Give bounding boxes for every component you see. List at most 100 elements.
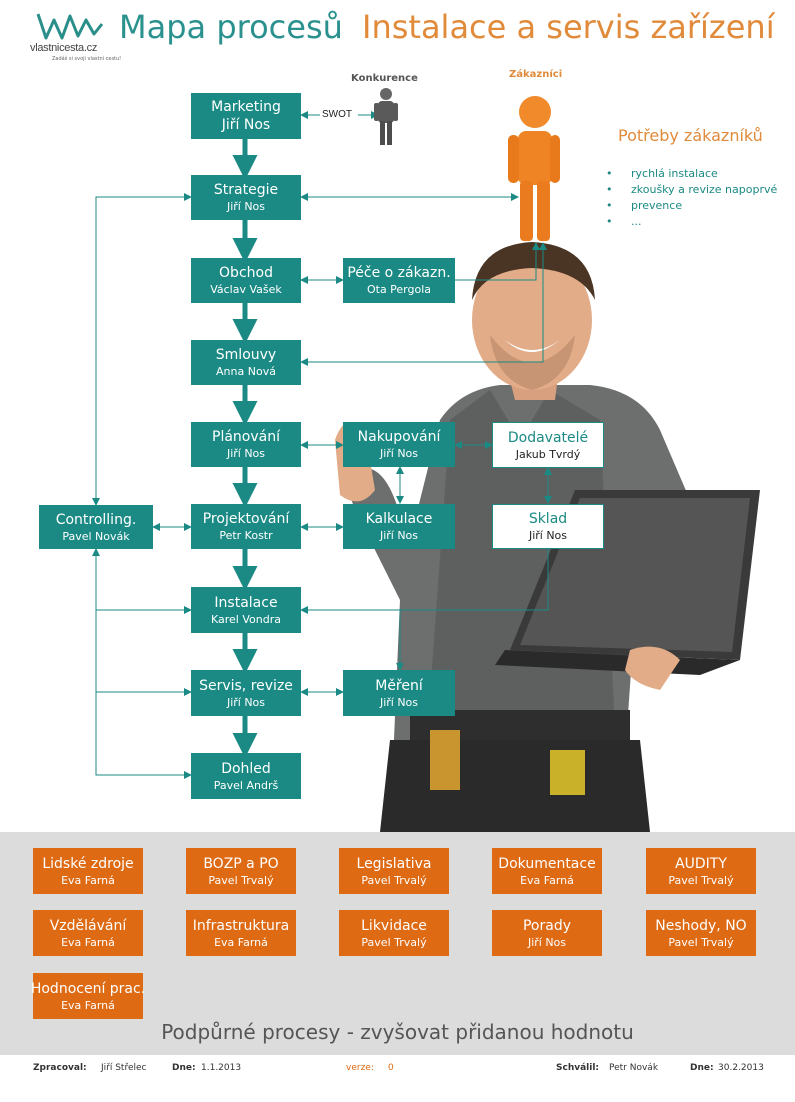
support-item-owner: Eva Farná [520, 873, 574, 887]
process-title: Servis, revize [199, 677, 293, 694]
needs-list: rychlá instalace zkoušky a revize napopr… [598, 166, 788, 230]
process-owner: Jiří Nos [226, 695, 266, 709]
support-item-owner: Pavel Trvalý [361, 935, 427, 949]
process-dodavatele[interactable]: Dodavatelé Jakub Tvrdý [492, 422, 604, 468]
process-owner: Jiří Nos [379, 447, 419, 460]
process-planovani[interactable]: Plánování Jiří Nos [191, 422, 301, 467]
process-owner: Pavel Novák [62, 529, 130, 543]
process-owner: Ota Pergola [366, 283, 432, 296]
needs-title: Potřeby zákazníků [618, 126, 763, 145]
process-title: Controlling. [55, 511, 137, 528]
footer-date-label: Dne: [172, 1063, 196, 1073]
process-controlling[interactable]: Controlling. Pavel Novák [39, 505, 153, 549]
support-item[interactable]: Lidské zdroje Eva Farná [33, 848, 143, 894]
process-title: Kalkulace [365, 511, 433, 527]
footer-approved-label: Schválil: [556, 1063, 600, 1073]
support-item-title: Hodnocení prac. [30, 980, 146, 997]
page-title: Mapa procesů [119, 8, 343, 46]
logo-text: vlastnicesta.cz [30, 42, 98, 54]
support-item[interactable]: Dokumentace Eva Farná [492, 848, 602, 894]
footer-date2-value: 30.2.2013 [718, 1063, 764, 1073]
process-owner: Jiří Nos [379, 695, 419, 709]
support-item-title: Lidské zdroje [42, 855, 134, 872]
process-title: Péče o zákazn. [347, 265, 451, 281]
support-item[interactable]: Vzdělávání Eva Farná [33, 910, 143, 956]
support-item-owner: Pavel Trvalý [668, 935, 734, 949]
process-title: Obchod [219, 265, 273, 281]
process-title: Smlouvy [215, 347, 277, 363]
process-servis-revize[interactable]: Servis, revize Jiří Nos [191, 670, 301, 716]
process-owner: Pavel Andrš [213, 778, 279, 792]
support-item-title: AUDITY [675, 855, 727, 872]
process-title: Nakupování [357, 429, 441, 445]
process-owner: Jiří Nos [528, 529, 568, 542]
process-dohled[interactable]: Dohled Pavel Andrš [191, 753, 301, 799]
process-pece-o-zakazniky[interactable]: Péče o zákazn. Ota Pergola [343, 258, 455, 303]
support-item[interactable]: Porady Jiří Nos [492, 910, 602, 956]
process-owner: Jiří Nos [221, 117, 271, 133]
process-owner: Jiří Nos [226, 447, 266, 460]
support-item-owner: Eva Farná [214, 935, 268, 949]
support-item-owner: Jiří Nos [527, 935, 567, 949]
process-owner: Jakub Tvrdý [515, 447, 581, 461]
logo-tagline: Zadáš si svoji vlastní cestu! [52, 56, 122, 62]
process-title: Dohled [221, 760, 271, 777]
process-owner: Jiří Nos [379, 529, 419, 542]
support-item[interactable]: Neshody, NO Pavel Trvalý [646, 910, 756, 956]
support-item[interactable]: BOZP a PO Pavel Trvalý [186, 848, 296, 894]
process-sklad[interactable]: Sklad Jiří Nos [492, 504, 604, 549]
support-item[interactable]: Legislativa Pavel Trvalý [339, 848, 449, 894]
customers-label: Zákazníci [509, 69, 563, 80]
support-item-owner: Eva Farná [61, 935, 115, 949]
process-smlouvy[interactable]: Smlouvy Anna Nová [191, 340, 301, 385]
needs-item: prevence [598, 198, 788, 214]
process-title: Měření [375, 677, 423, 694]
process-mereni[interactable]: Měření Jiří Nos [343, 670, 455, 716]
process-owner: Karel Vondra [211, 612, 281, 626]
support-item-title: Vzdělávání [49, 917, 127, 934]
process-projektovani[interactable]: Projektování Petr Kostr [191, 504, 301, 549]
process-title: Sklad [528, 511, 568, 527]
support-item[interactable]: Infrastruktura Eva Farná [186, 910, 296, 956]
support-item-owner: Pavel Trvalý [208, 873, 274, 887]
process-instalace[interactable]: Instalace Karel Vondra [191, 587, 301, 633]
process-title: Plánování [212, 429, 280, 445]
support-item[interactable]: Hodnocení prac. Eva Farná [30, 973, 146, 1019]
process-nakupovani[interactable]: Nakupování Jiří Nos [343, 422, 455, 467]
process-obchod[interactable]: Obchod Václav Vašek [191, 258, 301, 303]
competitor-person-icon [374, 88, 398, 145]
needs-item: ... [598, 214, 788, 230]
support-item-title: BOZP a PO [203, 855, 279, 872]
process-title: Dodavatelé [507, 429, 589, 446]
support-item-title: Infrastruktura [192, 917, 290, 934]
process-marketing[interactable]: Marketing Jiří Nos [191, 93, 301, 139]
support-item-owner: Pavel Trvalý [361, 873, 427, 887]
support-item-owner: Pavel Trvalý [668, 873, 734, 887]
footer-approved-value: Petr Novák [609, 1063, 659, 1073]
page-subtitle: Instalace a servis zařízení [362, 8, 775, 46]
support-processes-title: Podpůrné procesy - zvyšovat přidanou hod… [161, 1020, 634, 1044]
footer-prepared-label: Zpracoval: [33, 1063, 87, 1073]
customer-person-icon [508, 96, 560, 241]
footer-prepared-value: Jiří Střelec [101, 1063, 147, 1073]
footer-version-label: verze: [346, 1063, 374, 1073]
needs-item: zkoušky a revize napoprvé [598, 182, 788, 198]
support-item[interactable]: Likvidace Pavel Trvalý [339, 910, 449, 956]
process-kalkulace[interactable]: Kalkulace Jiří Nos [343, 504, 455, 549]
support-item-title: Neshody, NO [655, 917, 747, 934]
process-strategie[interactable]: Strategie Jiří Nos [191, 175, 301, 220]
support-item-title: Legislativa [356, 855, 432, 872]
footer-version-value: 0 [388, 1063, 394, 1073]
process-owner: Václav Vašek [210, 283, 282, 296]
process-owner: Jiří Nos [226, 200, 266, 213]
process-title: Strategie [213, 182, 279, 198]
process-title: Projektování [202, 511, 290, 527]
support-item-title: Dokumentace [498, 855, 596, 872]
process-title: Marketing [211, 99, 281, 115]
logo[interactable]: vlastnicesta.cz Zadáš si svoji vlastní c… [30, 10, 121, 65]
support-item-owner: Eva Farná [61, 873, 115, 887]
process-title: Instalace [214, 594, 278, 611]
support-item-title: Likvidace [361, 917, 427, 934]
process-owner: Anna Nová [216, 365, 276, 378]
support-item[interactable]: AUDITY Pavel Trvalý [646, 848, 756, 894]
